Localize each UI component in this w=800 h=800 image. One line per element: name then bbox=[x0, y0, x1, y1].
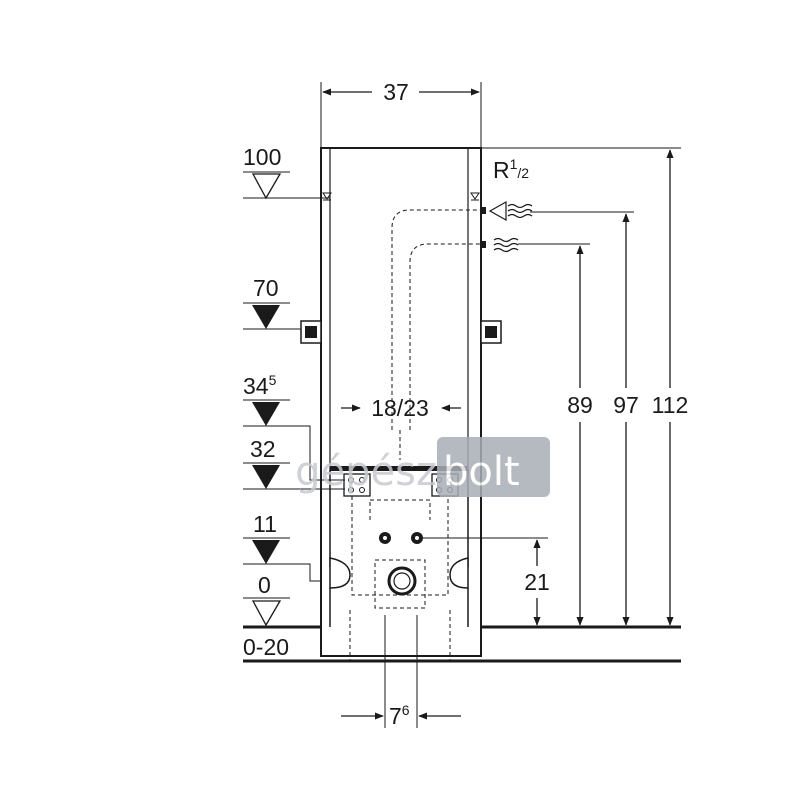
svg-text:89: 89 bbox=[567, 392, 593, 418]
water-wave-icon-upper bbox=[507, 203, 533, 219]
floor-range-label: 0-20 bbox=[243, 634, 289, 660]
fixing-hole-right-core bbox=[415, 536, 419, 540]
supply-pipe-lower bbox=[409, 243, 483, 430]
svg-text:112: 112 bbox=[652, 392, 689, 418]
level-32: 32 bbox=[243, 436, 345, 490]
svg-text:gépész: gépész bbox=[295, 449, 437, 495]
dim-21: 21 bbox=[524, 539, 550, 626]
level-34-5: 345 bbox=[243, 372, 345, 481]
dim-97: 97 bbox=[613, 213, 639, 626]
level-100: 100 bbox=[243, 144, 330, 200]
fixing-hole-left-core bbox=[383, 536, 387, 540]
wall-bracket-right bbox=[480, 320, 502, 344]
svg-text:100: 100 bbox=[243, 144, 281, 170]
svg-text:0: 0 bbox=[258, 572, 271, 598]
svg-text:345: 345 bbox=[243, 372, 277, 399]
width-37-label: 37 bbox=[383, 79, 409, 105]
level-marker-icon-right bbox=[470, 192, 480, 201]
inlet-triangle-icon bbox=[488, 200, 507, 222]
level-marker-icon-left bbox=[322, 192, 332, 201]
bolt-block-left bbox=[343, 473, 371, 497]
level-0: 0 bbox=[243, 572, 290, 627]
dim-89: 89 bbox=[567, 245, 593, 626]
level-70: 70 bbox=[243, 275, 301, 330]
thread-label: R1/2 bbox=[493, 156, 529, 183]
frame-legs bbox=[329, 588, 469, 627]
svg-text:bolt: bolt bbox=[443, 449, 520, 495]
svg-text:97: 97 bbox=[613, 392, 639, 418]
drain-outlet-inner bbox=[393, 572, 411, 590]
wall-bracket-left bbox=[300, 320, 322, 344]
support-hook-right bbox=[449, 557, 469, 589]
support-hook-left bbox=[329, 557, 351, 589]
svg-text:70: 70 bbox=[253, 275, 279, 301]
svg-text:11: 11 bbox=[253, 511, 277, 537]
mounting-plate bbox=[330, 466, 468, 471]
inlet-fitting-lower bbox=[481, 241, 486, 248]
drain-offset-label: 76 bbox=[389, 702, 410, 729]
level-11: 11 bbox=[243, 511, 320, 582]
inlet-fitting-upper bbox=[481, 207, 486, 214]
watermark-logo: gépész bolt bbox=[295, 437, 550, 497]
water-wave-icon-lower bbox=[493, 237, 519, 253]
bracket-spacing-label: 18/23 bbox=[371, 395, 429, 421]
dim-112: 112 bbox=[652, 149, 689, 626]
svg-text:21: 21 bbox=[524, 569, 550, 595]
svg-text:32: 32 bbox=[250, 436, 276, 462]
